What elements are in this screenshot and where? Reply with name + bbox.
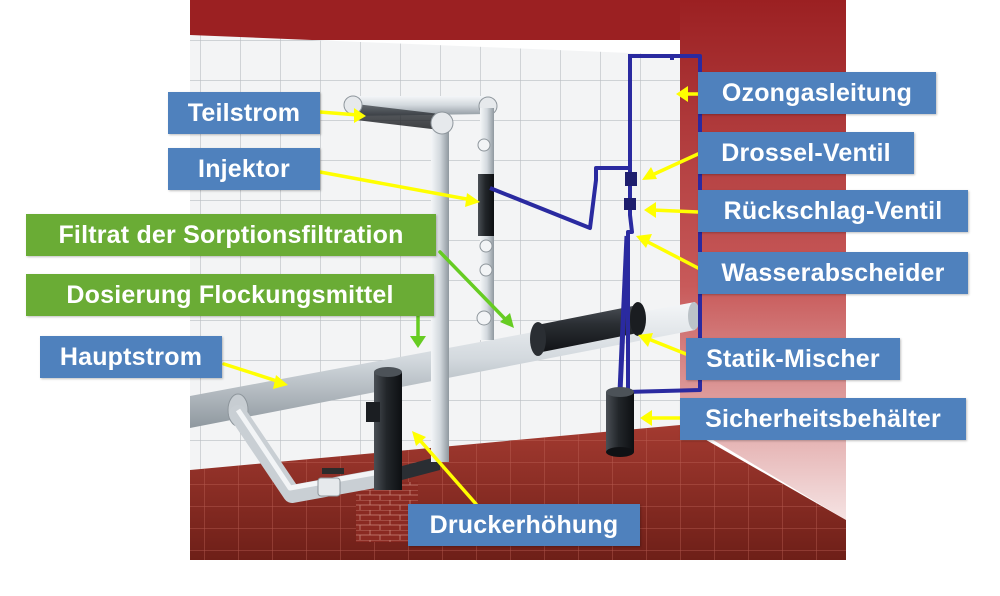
arrow-druckerhoehung — [412, 431, 478, 506]
label-ozongasleitung: Ozongasleitung — [698, 72, 936, 114]
label-filtrat: Filtrat der Sorptionsfiltration — [26, 214, 436, 256]
arrow-hauptstrom — [222, 362, 288, 389]
arrow-teilstrom — [318, 108, 366, 123]
pump-base — [356, 482, 418, 542]
floor-grid — [190, 425, 846, 560]
return-fitting-2 — [479, 239, 493, 253]
ozone-gas-line-top — [628, 54, 700, 168]
pump-outlet — [402, 456, 440, 480]
arrow-dosierung — [410, 314, 426, 348]
arrow-statik — [638, 333, 688, 356]
main-pipe-end — [688, 302, 700, 330]
teilstrom-elbow-mid — [430, 111, 454, 135]
static-mixer-flange-l — [530, 322, 546, 356]
label-dosierung: Dosierung Flockungsmittel — [26, 274, 434, 316]
label-statik: Statik-Mischer — [686, 338, 900, 380]
arrow-drossel — [642, 152, 700, 180]
label-druckerhoehung: Druckerhöhung — [408, 504, 640, 546]
throttle-valve — [625, 172, 637, 186]
teilstrom-dark-section — [356, 104, 440, 130]
return-fitting-3 — [479, 263, 493, 277]
safety-container-top — [606, 387, 634, 397]
static-mixer-flange-r — [630, 302, 646, 336]
check-valve — [624, 198, 636, 210]
safety-container-bottom — [606, 447, 634, 457]
label-teilstrom: Teilstrom — [168, 92, 320, 134]
injector — [478, 174, 494, 236]
static-mixer — [537, 305, 638, 353]
bypass-valve-handle — [322, 468, 344, 474]
arrow-rueckschlag — [644, 202, 700, 218]
arrow-filtrat — [438, 250, 514, 328]
return-fitting-1 — [477, 138, 491, 152]
teilstrom-pipe-v — [431, 118, 449, 462]
teilstrom-elbow-left — [343, 95, 363, 115]
wasserabscheider-line — [617, 235, 630, 393]
arrow-wasserabscheider — [636, 234, 700, 270]
bypass-pipe-highlight — [235, 408, 381, 491]
arrow-ozongasleitung — [676, 86, 700, 102]
return-fitting-4 — [476, 310, 492, 326]
arrow-sicherheit — [640, 410, 688, 426]
label-hauptstrom: Hauptstrom — [40, 336, 222, 378]
label-wasserabscheider: Wasserabscheider — [698, 252, 968, 294]
arrow-injektor — [318, 170, 480, 207]
safety-container — [606, 392, 634, 452]
label-drossel: Drossel-Ventil — [698, 132, 914, 174]
label-sicherheit: Sicherheitsbehälter — [680, 398, 966, 440]
bypass-valve — [317, 477, 341, 497]
label-rueckschlag: Rückschlag-Ventil — [698, 190, 968, 232]
pump-top — [374, 367, 402, 377]
pump-motor — [366, 402, 380, 422]
pump-body — [374, 372, 402, 490]
label-injektor: Injektor — [168, 148, 320, 190]
